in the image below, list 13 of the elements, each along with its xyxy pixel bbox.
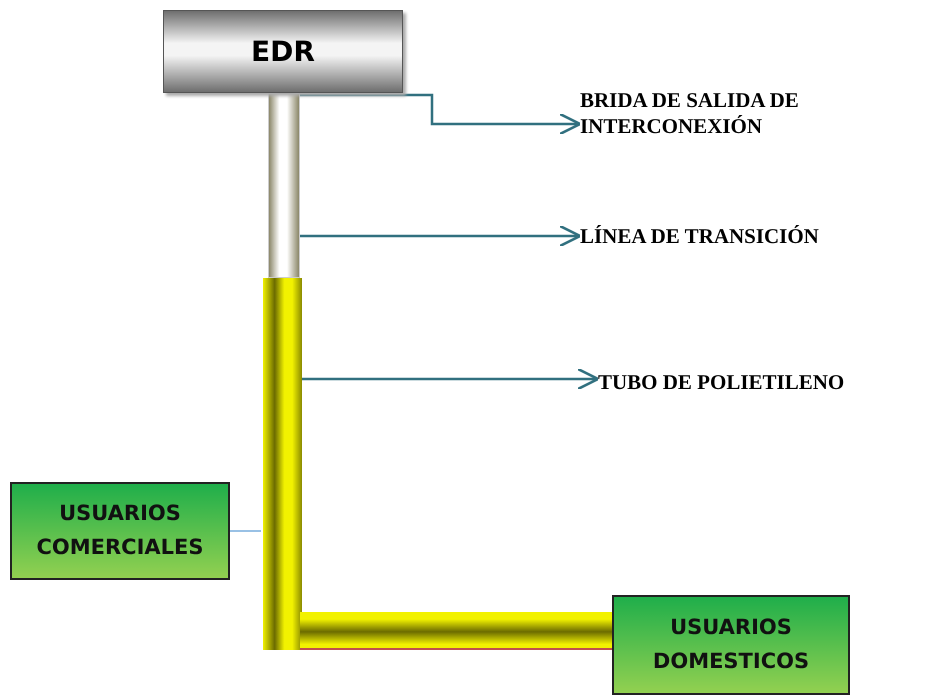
leader-arrow (300, 224, 582, 248)
polyethylene-pipe (263, 278, 302, 650)
connector-line (230, 530, 261, 532)
transition-pipe (268, 93, 300, 278)
part-label: BRIDA DE SALIDA DE INTERCONEXIÓN (580, 82, 910, 144)
part-label: TUBO DE POLIETILENO (598, 366, 943, 398)
leader-arrow (302, 368, 600, 390)
part-label: LÍNEA DE TRANSICIÓN (580, 220, 930, 252)
station-box: EDR (163, 10, 403, 93)
user-box: USUARIOS COMERCIALES (10, 482, 230, 580)
polyethylene-pipe (300, 612, 612, 650)
user-box: USUARIOS DOMESTICOS (612, 595, 850, 695)
leader-arrow (300, 94, 582, 136)
